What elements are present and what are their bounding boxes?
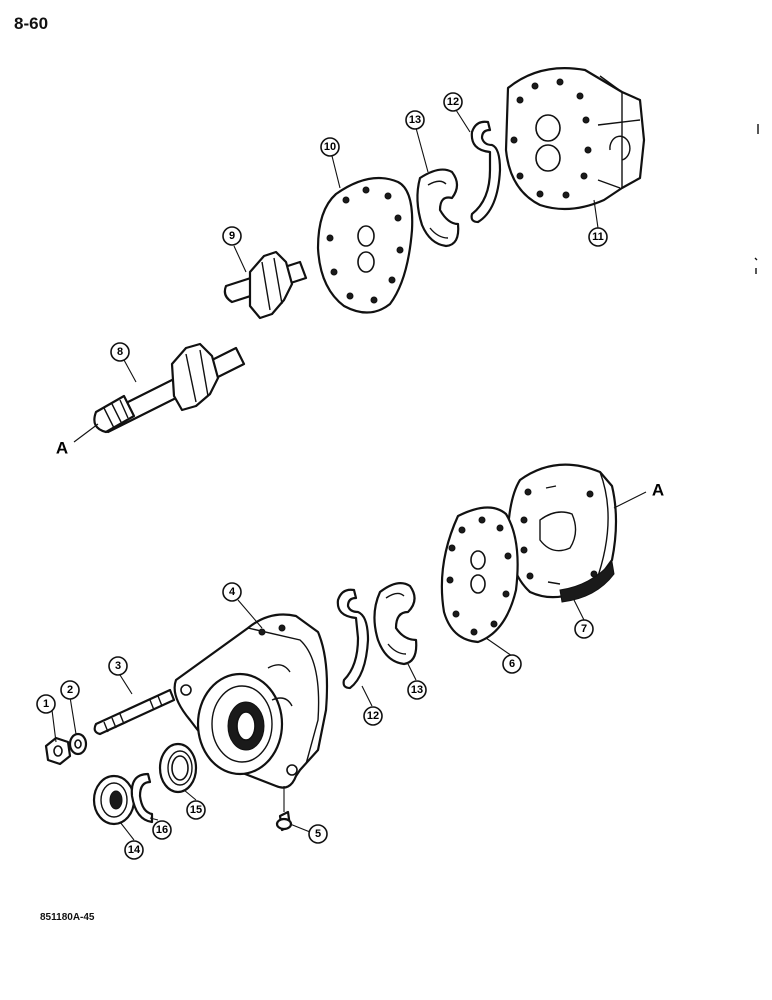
svg-text:14: 14 xyxy=(128,844,141,856)
svg-text:11: 11 xyxy=(592,231,604,243)
svg-text:13: 13 xyxy=(409,114,421,126)
snap-ring xyxy=(130,772,154,824)
callout-2: 2 xyxy=(60,680,80,700)
seal-bottom xyxy=(373,581,418,666)
seal-top xyxy=(416,168,460,248)
svg-text:2: 2 xyxy=(67,684,73,696)
svg-text:16: 16 xyxy=(156,824,168,836)
page-number: 8-60 xyxy=(14,14,49,33)
gear-housing xyxy=(506,463,618,603)
callout-16: 16 xyxy=(152,820,172,840)
callout-12-top: 12 xyxy=(443,92,463,112)
callout-9: 9 xyxy=(222,226,242,246)
svg-text:5: 5 xyxy=(315,828,321,840)
washer xyxy=(68,732,88,756)
pump-rear-body xyxy=(504,67,646,211)
svg-text:4: 4 xyxy=(229,586,236,598)
svg-text:7: 7 xyxy=(581,623,587,635)
wear-plate-bottom xyxy=(440,506,519,644)
callout-14: 14 xyxy=(124,840,144,860)
callout-1: 1 xyxy=(36,694,56,714)
nut xyxy=(44,736,72,766)
callout-8: 8 xyxy=(110,342,130,362)
callout-7: 7 xyxy=(574,619,594,639)
wear-plate-top xyxy=(316,176,414,314)
leader-lines xyxy=(51,109,647,841)
stud xyxy=(93,688,176,736)
svg-text:13: 13 xyxy=(411,684,423,696)
svg-text:12: 12 xyxy=(447,96,459,108)
svg-text:1: 1 xyxy=(43,698,49,710)
svg-text:3: 3 xyxy=(115,660,121,672)
oil-seal xyxy=(92,774,136,826)
svg-text:12: 12 xyxy=(367,710,379,722)
svg-text:9: 9 xyxy=(229,230,235,242)
callout-15: 15 xyxy=(186,800,206,820)
idler-gear-shaft xyxy=(223,250,308,320)
bearing xyxy=(158,742,198,794)
reference-label-a-housing: A xyxy=(652,481,664,500)
callout-4: 4 xyxy=(222,582,242,602)
callout-13-top: 13 xyxy=(405,110,425,130)
scan-mark xyxy=(754,124,759,274)
svg-text:8: 8 xyxy=(117,346,123,358)
svg-text:10: 10 xyxy=(324,141,336,153)
screw xyxy=(275,810,293,832)
callout-6: 6 xyxy=(502,654,522,674)
callout-13-bottom: 13 xyxy=(407,680,427,700)
figure-code: 851180A-45 xyxy=(40,912,95,923)
callout-5: 5 xyxy=(308,824,328,844)
drive-gear-shaft xyxy=(93,342,246,434)
callout-3: 3 xyxy=(108,656,128,676)
svg-text:6: 6 xyxy=(509,658,515,670)
callout-11: 11 xyxy=(588,227,608,247)
retaining-ring-top xyxy=(470,120,502,224)
reference-label-a-shaft: A xyxy=(56,439,68,458)
front-cover-body xyxy=(173,613,329,789)
retaining-ring-bottom xyxy=(336,588,370,690)
svg-text:15: 15 xyxy=(190,804,202,816)
callout-10: 10 xyxy=(320,137,340,157)
callout-12-bottom: 12 xyxy=(363,706,383,726)
